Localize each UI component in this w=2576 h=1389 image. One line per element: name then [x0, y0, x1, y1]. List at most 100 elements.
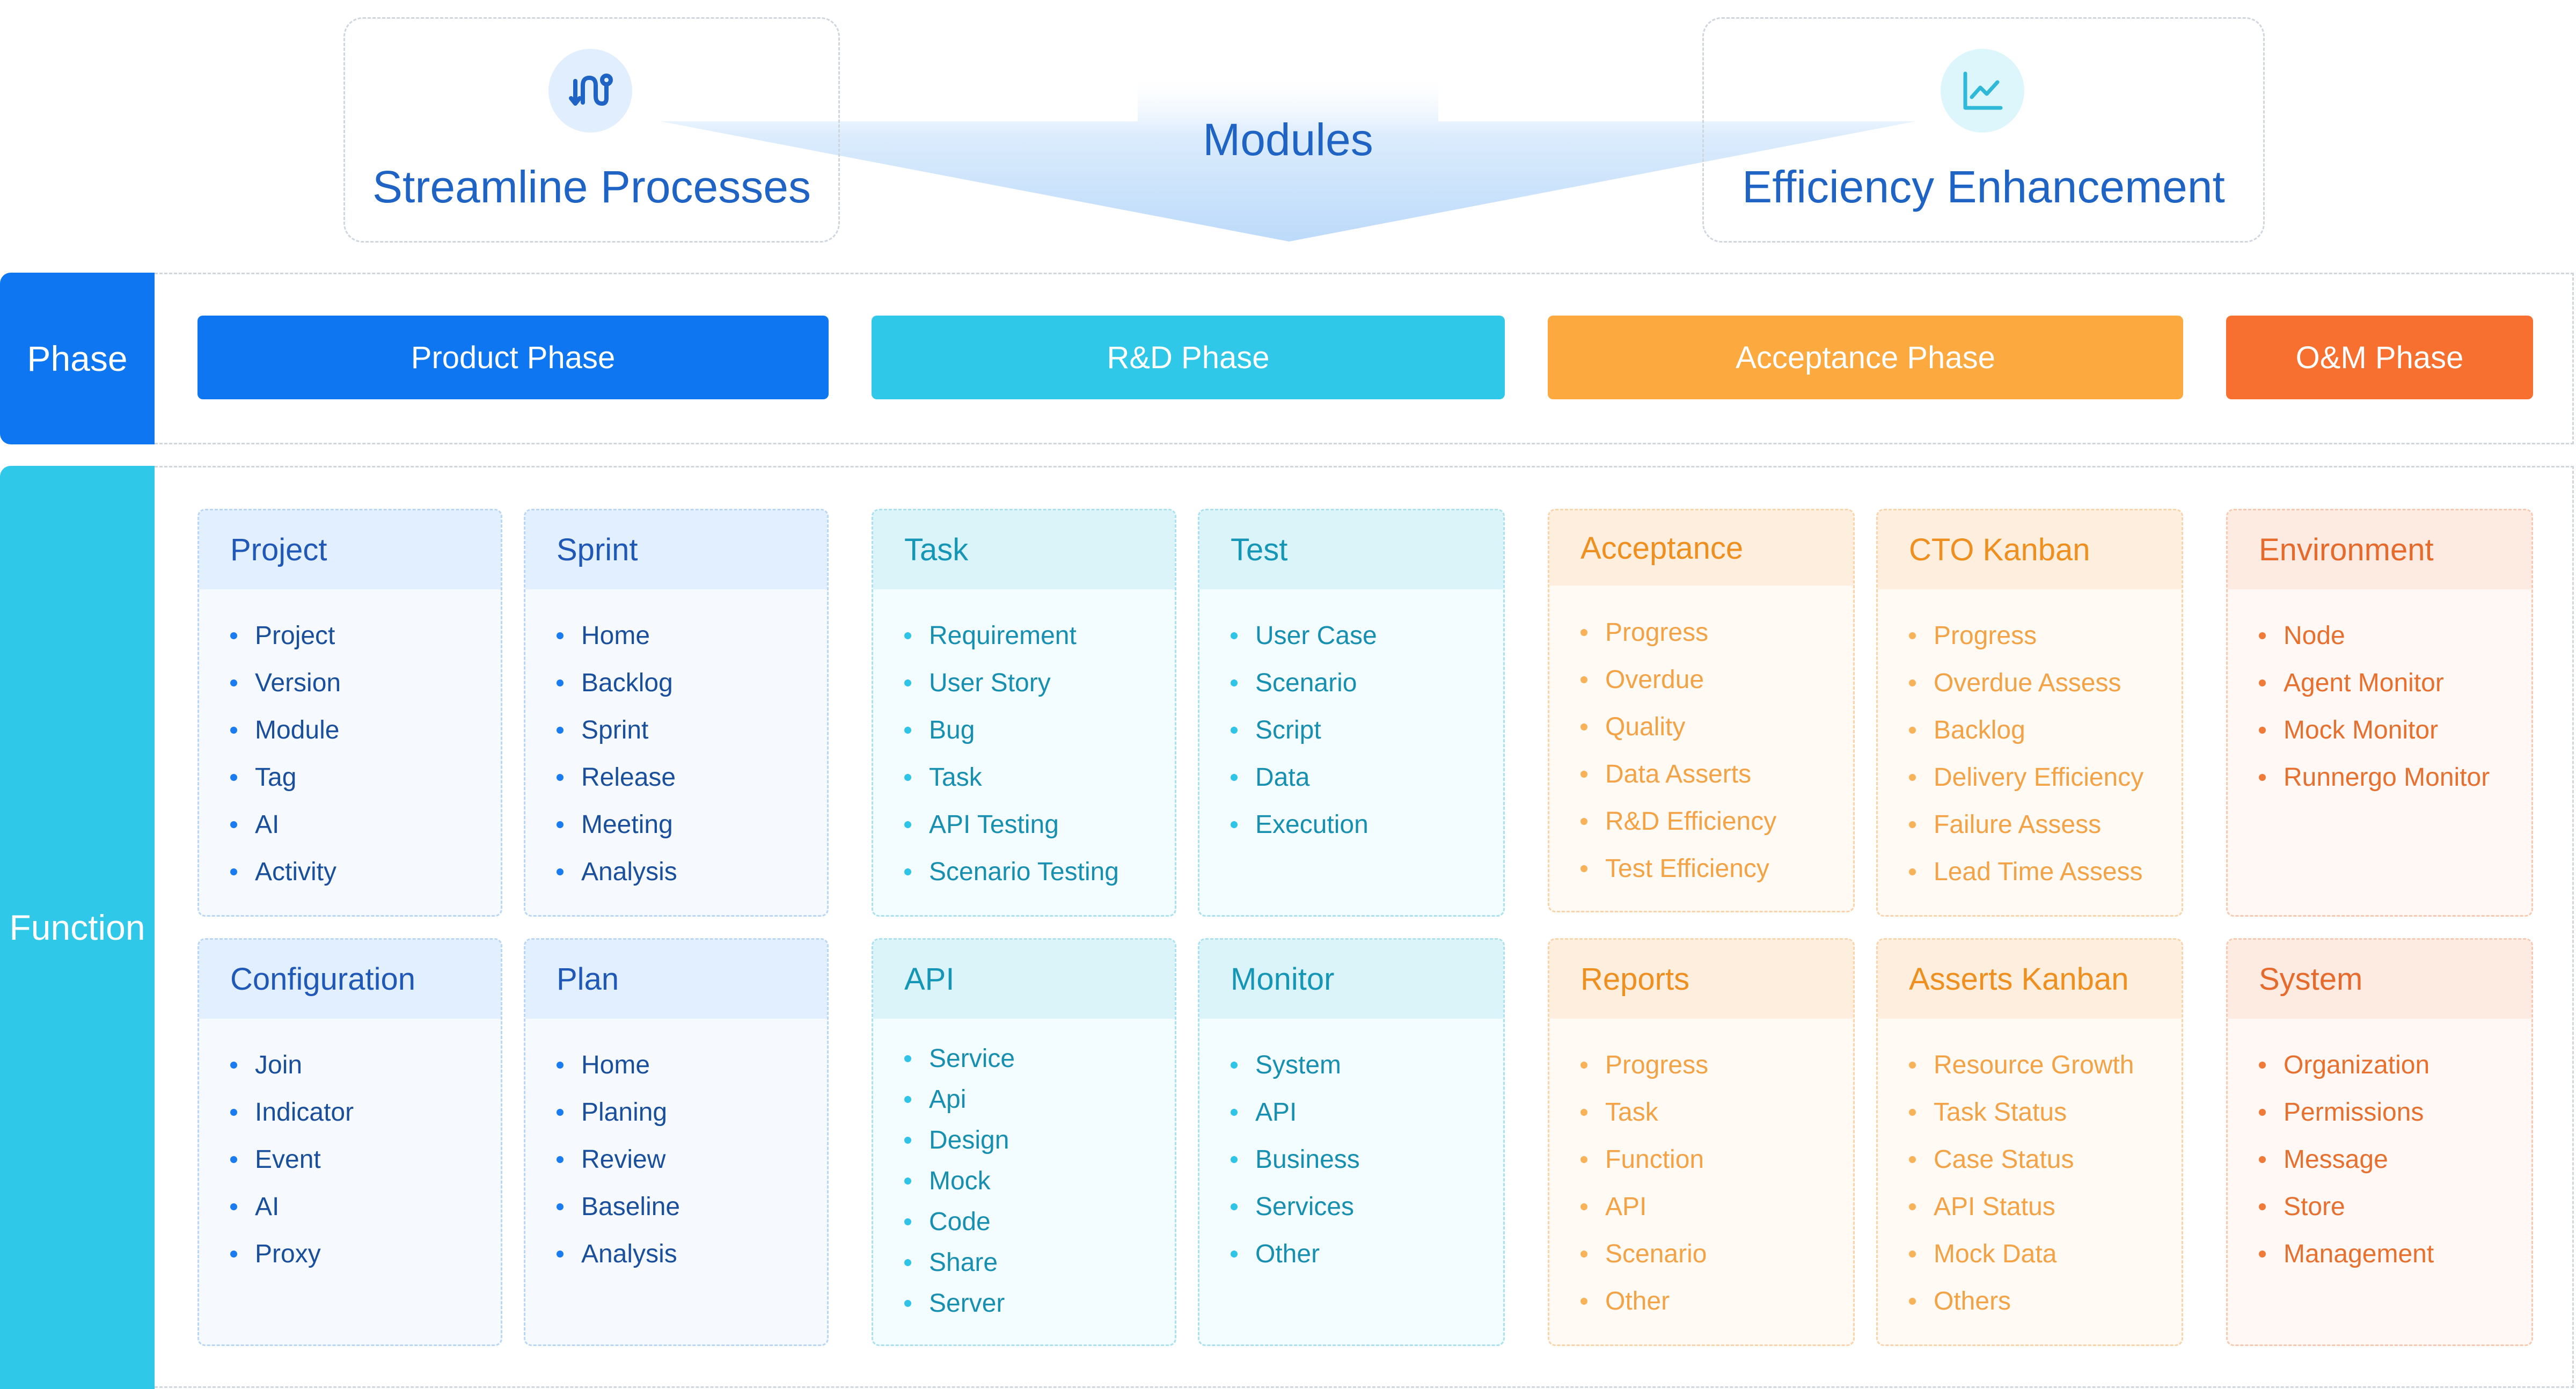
- phase-row-label: Phase: [0, 273, 155, 444]
- list-item[interactable]: System: [1230, 1051, 1342, 1079]
- module-card-sprint: Sprint Home Backlog Sprint Release Meeti…: [524, 509, 829, 917]
- list-item[interactable]: Server: [904, 1289, 1005, 1318]
- list-item[interactable]: Review: [556, 1145, 666, 1174]
- module-title: Sprint: [525, 510, 827, 589]
- list-item[interactable]: API Testing: [904, 810, 1059, 839]
- streamline-icon-badge: [548, 49, 632, 133]
- list-item[interactable]: Home: [556, 622, 650, 650]
- line-chart-icon: [1963, 71, 2003, 110]
- list-item[interactable]: Quality: [1580, 713, 1686, 741]
- list-item[interactable]: Lead Time Assess: [1909, 858, 2143, 886]
- list-item[interactable]: Organization: [2258, 1051, 2430, 1079]
- list-item[interactable]: Others: [1908, 1287, 2011, 1315]
- list-item[interactable]: Module: [230, 716, 340, 744]
- list-item[interactable]: Services: [1230, 1193, 1355, 1221]
- list-item[interactable]: User Case: [1231, 622, 1377, 650]
- module-title: Plan: [525, 940, 827, 1019]
- list-item[interactable]: AI: [230, 1193, 280, 1221]
- list-item[interactable]: Progress: [1580, 618, 1709, 647]
- list-item[interactable]: Scenario: [1580, 1240, 1707, 1268]
- list-item[interactable]: Management: [2258, 1240, 2434, 1268]
- list-item[interactable]: Version: [230, 669, 341, 697]
- list-item[interactable]: Mock Data: [1908, 1240, 2057, 1268]
- module-title: Test: [1199, 510, 1503, 589]
- list-item[interactable]: Share: [904, 1248, 998, 1277]
- om-phase-button[interactable]: O&M Phase: [2226, 316, 2533, 399]
- list-item[interactable]: API Status: [1909, 1193, 2055, 1221]
- module-card-configuration: Configuration Join Indicator Event AI Pr…: [197, 938, 502, 1346]
- list-item[interactable]: Indicator: [230, 1098, 354, 1127]
- list-item[interactable]: Backlog: [557, 669, 673, 697]
- list-item[interactable]: Store: [2259, 1193, 2345, 1221]
- list-item[interactable]: Data Asserts: [1580, 760, 1752, 788]
- list-item[interactable]: Tag: [230, 763, 297, 792]
- list-item[interactable]: Design: [904, 1126, 1009, 1154]
- list-item[interactable]: Script: [1231, 716, 1321, 744]
- module-title: API: [873, 940, 1175, 1019]
- module-title: Task: [873, 510, 1175, 589]
- list-item[interactable]: Scenario Testing: [904, 858, 1119, 886]
- list-item[interactable]: Overdue: [1580, 666, 1704, 694]
- list-item[interactable]: Function: [1580, 1145, 1704, 1174]
- list-item[interactable]: Message: [2259, 1145, 2388, 1174]
- list-item[interactable]: Node: [2259, 622, 2345, 650]
- module-title: Configuration: [199, 940, 501, 1019]
- list-item[interactable]: Service: [904, 1044, 1015, 1073]
- acceptance-phase-button[interactable]: Acceptance Phase: [1548, 316, 2183, 399]
- list-item[interactable]: User Story: [904, 669, 1051, 697]
- module-card-cto-kanban: CTO Kanban Progress Overdue Assess Backl…: [1876, 509, 2183, 917]
- list-item[interactable]: Data: [1230, 763, 1310, 792]
- list-item[interactable]: Activity: [230, 858, 337, 886]
- list-item[interactable]: Progress: [1908, 622, 2037, 650]
- flow-path-icon: [569, 74, 613, 106]
- list-item[interactable]: API: [1230, 1098, 1297, 1127]
- list-item[interactable]: Runnergo Monitor: [2258, 763, 2490, 792]
- list-item[interactable]: Sprint: [556, 716, 649, 744]
- list-item[interactable]: Resource Growth: [1908, 1051, 2134, 1079]
- list-item[interactable]: Baseline: [556, 1193, 680, 1221]
- list-item[interactable]: Other: [1580, 1287, 1670, 1315]
- list-item[interactable]: Mock Monitor: [2258, 716, 2439, 744]
- list-item[interactable]: Business: [1231, 1145, 1360, 1174]
- list-item[interactable]: Task: [1580, 1098, 1658, 1127]
- list-item[interactable]: Task: [904, 763, 982, 792]
- list-item[interactable]: Planing: [556, 1098, 668, 1127]
- rd-phase-button[interactable]: R&D Phase: [872, 316, 1505, 399]
- list-item[interactable]: Meeting: [557, 810, 673, 839]
- module-card-system: System Organization Permissions Message …: [2226, 938, 2533, 1346]
- product-phase-button[interactable]: Product Phase: [197, 316, 829, 399]
- list-item[interactable]: Delivery Efficiency: [1908, 763, 2144, 792]
- module-title: Reports: [1549, 940, 1853, 1019]
- streamline-processes-box: [343, 17, 840, 243]
- list-item[interactable]: Permissions: [2258, 1098, 2424, 1127]
- list-item[interactable]: Scenario: [1230, 669, 1357, 697]
- list-item[interactable]: Analysis: [557, 858, 677, 886]
- list-item[interactable]: Release: [556, 763, 676, 792]
- list-item[interactable]: Api: [904, 1085, 967, 1114]
- list-item[interactable]: Case Status: [1908, 1145, 2074, 1174]
- list-item[interactable]: Bug: [904, 716, 975, 744]
- list-item[interactable]: AI: [230, 810, 280, 839]
- list-item[interactable]: Proxy: [230, 1240, 321, 1268]
- list-item[interactable]: Task Status: [1908, 1098, 2067, 1127]
- list-item[interactable]: Backlog: [1909, 716, 2025, 744]
- list-item[interactable]: Test Efficiency: [1580, 854, 1769, 883]
- list-item[interactable]: Mock: [904, 1167, 991, 1195]
- list-item[interactable]: API: [1580, 1193, 1647, 1221]
- phase-row-frame: [155, 273, 2574, 444]
- module-title: CTO Kanban: [1878, 510, 2182, 589]
- list-item[interactable]: Home: [556, 1051, 650, 1079]
- list-item[interactable]: Execution: [1231, 810, 1368, 839]
- list-item[interactable]: Progress: [1580, 1051, 1709, 1079]
- list-item[interactable]: Project: [230, 622, 335, 650]
- list-item[interactable]: Other: [1230, 1240, 1320, 1268]
- list-item[interactable]: Code: [904, 1208, 991, 1236]
- list-item[interactable]: Event: [230, 1145, 321, 1174]
- list-item[interactable]: Overdue Assess: [1909, 669, 2121, 697]
- list-item[interactable]: Requirement: [904, 622, 1077, 650]
- list-item[interactable]: Agent Monitor: [2259, 669, 2444, 697]
- list-item[interactable]: Failure Assess: [1908, 810, 2102, 839]
- list-item[interactable]: Analysis: [557, 1240, 677, 1268]
- list-item[interactable]: R&D Efficiency: [1580, 807, 1777, 836]
- list-item[interactable]: Join: [230, 1051, 303, 1079]
